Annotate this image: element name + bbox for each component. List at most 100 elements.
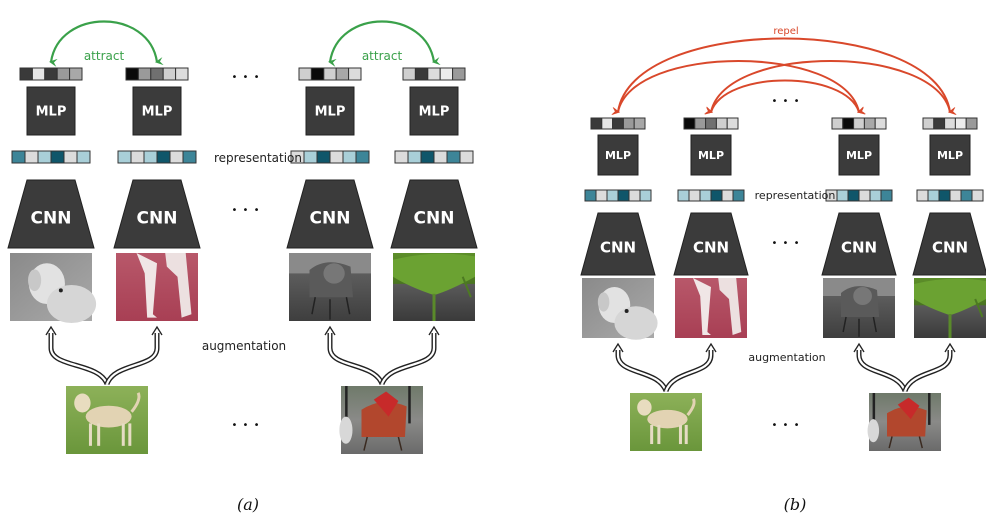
projection-cell	[348, 67, 362, 81]
cnn-block: CNN	[912, 212, 986, 276]
mlp-label: MLP	[142, 105, 173, 120]
representation-cell	[617, 189, 630, 202]
representation-cell	[303, 150, 318, 164]
projection-cell	[439, 67, 454, 81]
arrow-outline	[663, 350, 714, 393]
arrow-head	[944, 342, 956, 353]
dog-body	[614, 306, 658, 340]
attract-arrow	[328, 20, 441, 67]
mlp-block: MLP	[929, 134, 971, 176]
dog-leg-back	[718, 278, 742, 335]
dog-ear	[597, 292, 610, 312]
augmentation-arrow-right	[379, 333, 437, 386]
armchair	[361, 402, 407, 437]
repel-arrow	[611, 37, 957, 116]
projection-cell	[162, 67, 177, 81]
panel-caption: (a)	[237, 495, 259, 514]
projection-cell	[414, 67, 429, 81]
augmented-view-image	[675, 278, 747, 338]
arrow-head	[853, 342, 865, 353]
cnn-label: CNN	[31, 209, 72, 229]
cnn-label: CNN	[932, 239, 968, 257]
arrow-head	[428, 325, 440, 336]
repel-arrow	[704, 79, 866, 114]
cnn-trapezoid	[390, 179, 478, 249]
representation-cell	[847, 189, 860, 202]
representation-cell	[433, 150, 448, 164]
representation-cell	[420, 150, 435, 164]
dog-leg	[97, 423, 101, 446]
projection-cell	[874, 117, 887, 130]
projection-cell	[726, 117, 739, 130]
side-chair	[867, 419, 880, 443]
mlp-label: MLP	[698, 149, 724, 162]
representation-cell	[342, 150, 357, 164]
chair-cushion	[323, 263, 345, 284]
projection-cell	[298, 67, 312, 81]
projection-cell	[427, 67, 441, 81]
mlp-label: MLP	[937, 149, 963, 162]
representation-cell	[938, 189, 951, 202]
projection-cell	[954, 117, 967, 130]
arrow-head	[612, 342, 624, 353]
dog-tail	[686, 398, 696, 416]
projection-cell	[612, 117, 624, 130]
arrow-outline	[615, 350, 669, 393]
dog-head	[74, 393, 91, 413]
representation-cell	[459, 150, 474, 164]
augmentation-arrow-left	[48, 333, 110, 386]
projection-cell	[831, 117, 844, 130]
representation-cell	[329, 150, 344, 164]
augmentation-arrow-right	[663, 350, 714, 393]
augmented-view-image	[10, 253, 97, 324]
representation-cell	[869, 189, 882, 202]
mlp-block: MLP	[409, 86, 459, 136]
representation-vector	[290, 150, 370, 164]
arrow-inner	[328, 333, 384, 385]
projection-cell	[310, 67, 325, 81]
cnn-label: CNN	[310, 209, 351, 229]
projection-cell	[31, 67, 46, 81]
augmented-view-image	[914, 278, 986, 338]
panel-b: MLPCNNMLPCNNMLPCNNMLPCNNrepresentationau…	[580, 26, 986, 514]
repel-arrow	[611, 60, 866, 115]
mlp-box	[690, 134, 732, 176]
projection-cell	[69, 67, 83, 81]
augmented-view-image	[582, 278, 658, 340]
representation-cell	[156, 150, 171, 164]
projection-cell	[137, 67, 152, 81]
augmented-view-image	[116, 253, 198, 321]
augmentation-arrow-right	[104, 333, 160, 386]
projection-cell	[965, 117, 978, 130]
mlp-box	[838, 134, 880, 176]
mlp-block: MLP	[690, 134, 732, 176]
representation-cell	[37, 150, 52, 164]
armchair	[887, 406, 927, 437]
projection-cell	[705, 117, 717, 130]
chair-leg	[872, 316, 878, 333]
railing-post	[408, 386, 411, 424]
cnn-trapezoid	[673, 212, 749, 276]
augmentation-arrow-left	[856, 350, 908, 393]
cnn-label: CNN	[600, 239, 636, 257]
mlp-label: MLP	[315, 105, 346, 120]
repel-arrow	[704, 60, 957, 115]
dog-leg	[650, 424, 654, 445]
representation-label: representation	[214, 151, 302, 165]
projection-cell	[323, 67, 337, 81]
augmentation-label: augmentation	[202, 339, 286, 353]
representation-cell	[688, 189, 701, 202]
representation-vector	[916, 189, 984, 202]
chair-leg	[918, 436, 924, 449]
red-cushion	[897, 397, 920, 420]
chair-cushion	[853, 287, 872, 305]
chair-seat	[393, 253, 475, 296]
projection-cell	[715, 117, 728, 130]
side-chair	[339, 416, 353, 444]
arrow-inner	[616, 350, 668, 392]
representation-cell	[76, 150, 91, 164]
mlp-block: MLP	[597, 134, 639, 176]
representation-cell	[880, 189, 893, 202]
